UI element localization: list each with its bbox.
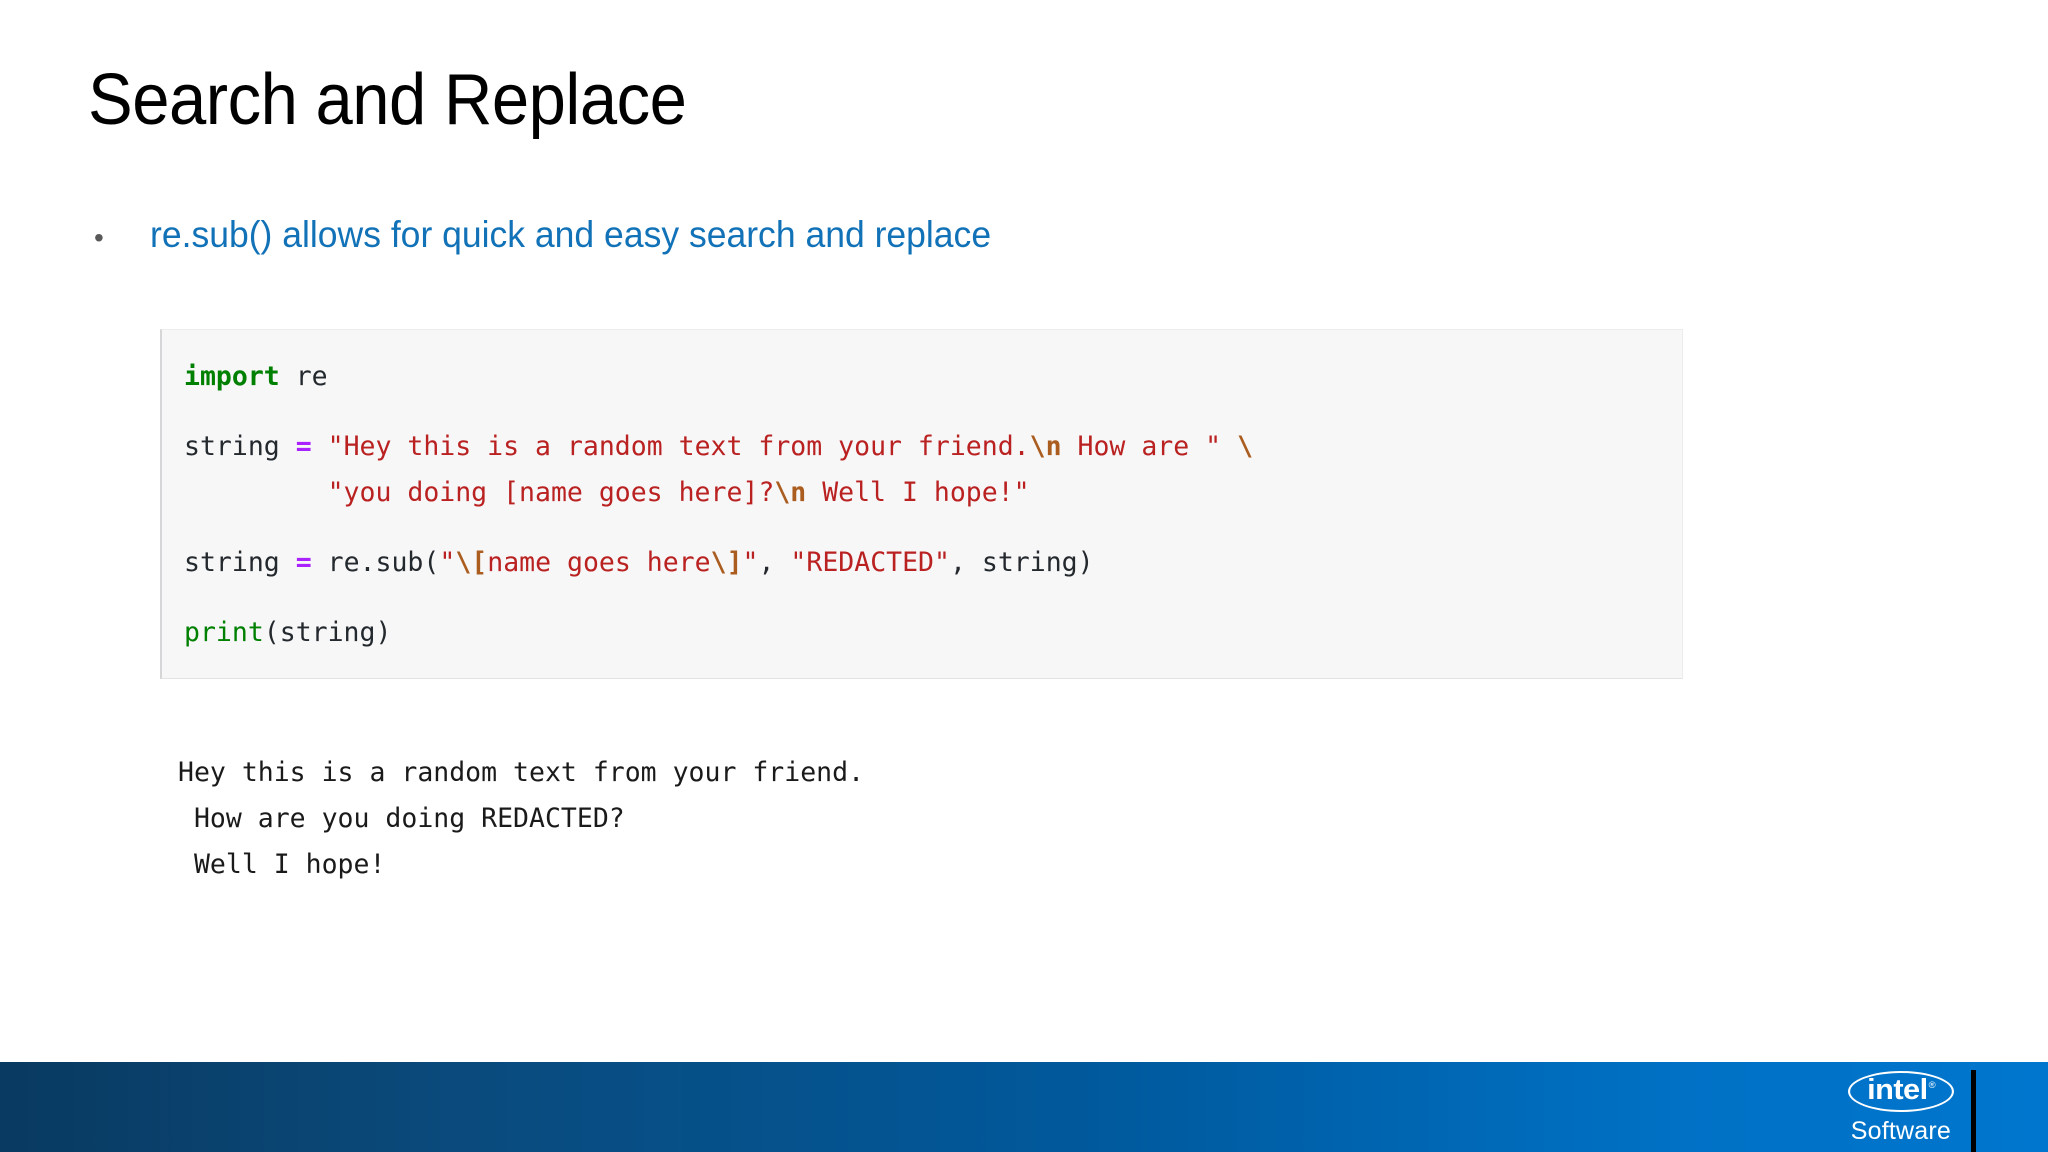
line-string-assign: string = "Hey this is a random text from…: [184, 424, 1682, 470]
code-token-name: string: [184, 431, 296, 462]
code-token-str: name goes here: [487, 547, 711, 578]
intel-wordmark: intel®: [1847, 1070, 1955, 1112]
registered-trademark-icon: ®: [1928, 1079, 1935, 1090]
code-token-esc: \]: [710, 547, 743, 578]
output-line-2: How are you doing REDACTED?: [178, 803, 625, 834]
code-token-esc: \n: [1029, 431, 1062, 462]
code-token-str: ": [742, 547, 759, 578]
code-token-punct: [312, 431, 328, 462]
output-line-3: Well I hope!: [178, 849, 386, 880]
intel-logo-mark: intel® Software: [1847, 1070, 1955, 1145]
line-print: print(string): [184, 610, 1682, 656]
code-token-punct: ,: [758, 547, 791, 578]
code-token-str: ": [439, 547, 456, 578]
intel-software-logo: intel® Software: [1847, 1062, 1976, 1152]
code-token-name: re: [295, 361, 328, 392]
intel-sub-brand-label: Software: [1850, 1116, 1951, 1145]
line-blank-2: [184, 516, 1682, 540]
code-token-builtin: print: [184, 617, 264, 648]
bullet-marker-icon: •: [94, 222, 104, 253]
intel-wordmark-text: intel: [1866, 1073, 1928, 1106]
code-token-esc: \n: [774, 477, 807, 508]
code-token-kw: import: [184, 361, 280, 392]
code-token-str: "you doing [name goes here]?: [184, 477, 775, 508]
code-token-name: re: [311, 547, 360, 578]
footer-bar: intel® Software: [0, 1062, 2048, 1152]
code-token-str: Well I hope!": [806, 477, 1030, 508]
code-token-punct: , string): [949, 547, 1094, 578]
code-token-esc: \: [1237, 431, 1254, 462]
line-string-cont: "you doing [name goes here]?\n Well I ho…: [184, 470, 1682, 516]
code-token-str: "Hey this is a random text from your fri…: [327, 431, 1030, 462]
page-title: Search and Replace: [88, 60, 687, 140]
program-output: Hey this is a random text from your frie…: [178, 750, 864, 888]
footer-divider: [1971, 1070, 1976, 1152]
line-blank-1: [184, 400, 1682, 424]
code-token-str: "REDACTED": [790, 547, 950, 578]
code-token-punct: .: [359, 547, 376, 578]
code-token-str: How are ": [1061, 431, 1222, 462]
output-line-1: Hey this is a random text from your frie…: [178, 757, 865, 788]
line-import: import re: [184, 354, 1682, 400]
bullet-list-item: • re.sub() allows for quick and easy sea…: [88, 212, 1026, 259]
code-token-op: =: [295, 431, 312, 462]
code-token-name: sub: [375, 547, 424, 578]
line-resub: string = re.sub("\[name goes here\]", "R…: [184, 540, 1682, 586]
line-blank-3: [184, 586, 1682, 610]
code-token-op: =: [295, 547, 312, 578]
code-token-esc: \[: [455, 547, 488, 578]
code-token-punct: [1221, 431, 1237, 462]
code-token-punct: (string): [263, 617, 392, 648]
bullet-item-label: re.sub() allows for quick and easy searc…: [150, 214, 992, 255]
code-token-name: string: [184, 547, 296, 578]
code-block: import re string = "Hey this is a random …: [160, 329, 1683, 679]
code-token-punct: [280, 361, 296, 392]
code-token-punct: (: [423, 547, 440, 578]
